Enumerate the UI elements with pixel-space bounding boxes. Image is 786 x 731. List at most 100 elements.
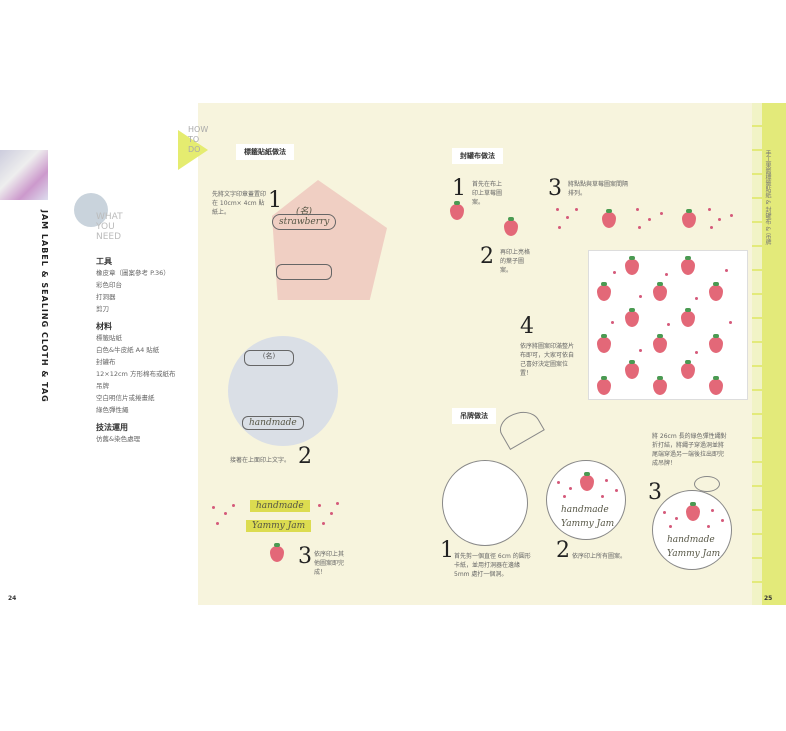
polka-dot [566, 216, 569, 219]
material-item: 綠色彈性繩 [96, 406, 129, 414]
polka-dot [695, 297, 698, 300]
tag-step-2-text: 依序印上所有圖案。 [572, 553, 627, 560]
material-item: 12×12cm 方形棉布或紙布 [96, 370, 176, 378]
strawberry-icon [682, 209, 696, 228]
polka-dot [718, 218, 721, 221]
polka-dot [224, 512, 227, 515]
polka-dot [707, 525, 710, 528]
polka-dot [636, 208, 639, 211]
tool-item: 橡皮章（圖案參考 P.36） [96, 269, 170, 277]
tool-item: 彩色印台 [96, 281, 122, 289]
polka-dot [708, 208, 711, 211]
material-item: 空白明信片或捲畫紙 [96, 394, 155, 402]
polka-dot [695, 351, 698, 354]
strawberry-icon [681, 256, 695, 275]
tool-item: 剪刀 [96, 305, 109, 313]
tools-heading: 工具 [96, 257, 112, 266]
polka-dot [663, 511, 666, 514]
polka-dot [557, 481, 560, 484]
stamp-word-2: strawberry [272, 214, 337, 230]
page-number-left: 24 [8, 595, 17, 602]
tag-line-1: handmade [561, 505, 609, 515]
material-item: 封罐布 [96, 358, 116, 366]
label-section-title: 標籤貼紙做法 [236, 144, 294, 160]
strawberry-icon [625, 360, 639, 379]
polka-dot [730, 214, 733, 217]
cloth-step-3-number: 3 [548, 176, 562, 201]
cloth-step-3-text: 將點點與草莓圖案間隔排列。 [568, 181, 629, 197]
label-step-3-text: 依序印上其他圖案即完成！ [314, 551, 345, 576]
tag-step-3-number: 3 [648, 480, 662, 505]
strawberry-icon [597, 334, 611, 353]
need-circle-decoration [74, 193, 108, 227]
materials-list: 工具 橡皮章（圖案參考 P.36） 彩色印台 打洞器 剪刀 材料 標籤貼紙 白色… [96, 256, 196, 445]
tag-step-1-number: 1 [440, 538, 454, 563]
tag-line-1: handmade [667, 535, 715, 545]
cloth-step-4-number: 4 [520, 314, 534, 339]
label-line-2: Yammy Jam [246, 520, 312, 532]
polka-dot [710, 226, 713, 229]
polka-dot [711, 509, 714, 512]
what-you-need-label: WHAT YOU NEED [96, 212, 123, 242]
polka-dot [675, 517, 678, 520]
polka-dot [665, 273, 668, 276]
side-running-title: 手工果醬標籤貼紙 & 封罐布 & 吊牌 [764, 150, 771, 245]
polka-dot [318, 504, 321, 507]
strawberry-icon [681, 308, 695, 327]
polka-dot [216, 522, 219, 525]
strawberry-icon [625, 256, 639, 275]
technique-item: 仿舊&染色處理 [96, 435, 141, 443]
polka-dot [648, 218, 651, 221]
polka-dot [558, 226, 561, 229]
strawberry-icon [597, 376, 611, 395]
polka-dot [660, 212, 663, 215]
stamp-word-1: (名) [296, 207, 313, 217]
page-number-right: 25 [764, 595, 773, 602]
polka-dot [605, 479, 608, 482]
stamp-word-3: handmade [242, 416, 304, 430]
polka-dot [336, 502, 339, 505]
label-step-2-number: 2 [298, 444, 312, 469]
label-step-2-text: 接著在上面印上文字。 [230, 457, 291, 464]
tag-line-2: Yammy Jam [667, 549, 721, 559]
tag-step-1-text: 首先剪一個直徑 6cm 的圓形卡紙，並用打洞器在邊緣 5mm 處打一個洞。 [454, 553, 531, 578]
label-step-1-number: 1 [268, 188, 282, 213]
strawberry-icon [580, 472, 594, 491]
cloth-step-1-number: 1 [452, 176, 466, 201]
polka-dot [615, 489, 618, 492]
strawberry-icon [681, 360, 695, 379]
how-to-do-label: HOW TO DO [188, 125, 209, 154]
polka-dot [232, 504, 235, 507]
blank-label-sketch [276, 264, 332, 280]
polka-dot [667, 323, 670, 326]
polka-dot [613, 271, 616, 274]
label-line-1: handmade [250, 500, 310, 512]
cloth-section-title: 封罐布做法 [452, 148, 503, 164]
yellow-edge-strip [762, 103, 786, 605]
polka-dot [639, 349, 642, 352]
strawberry-icon [709, 376, 723, 395]
cloth-step-1-text: 首先在布上印上草莓圖案。 [472, 181, 503, 206]
strawberry-icon [653, 376, 667, 395]
polka-dot [569, 487, 572, 490]
stamped-tag: handmade Yammy Jam [546, 460, 626, 540]
tag-step-2-number: 2 [556, 538, 570, 563]
strawberry-icon [709, 334, 723, 353]
blank-tag-circle [442, 460, 528, 546]
material-item: 吊牌 [96, 382, 109, 390]
polka-dot [556, 208, 559, 211]
polka-dot [638, 226, 641, 229]
polka-dot [330, 512, 333, 515]
stamp-frame: (名) [244, 350, 294, 366]
tag-section-title: 吊牌做法 [452, 408, 496, 424]
vertical-title: JAM LABEL & SEALING CLOTH & TAG [40, 210, 49, 403]
material-item: 標籤貼紙 [96, 334, 122, 342]
strawberry-icon [653, 282, 667, 301]
strawberry-icon [653, 334, 667, 353]
strawberry-icon [450, 201, 464, 220]
polka-dot [721, 519, 724, 522]
jam-jar-photo [0, 150, 48, 200]
cloth-step-2-number: 2 [480, 244, 494, 269]
polka-dot [725, 269, 728, 272]
cloth-step-2-text: 再印上亮格的葉子圖案。 [500, 249, 531, 274]
